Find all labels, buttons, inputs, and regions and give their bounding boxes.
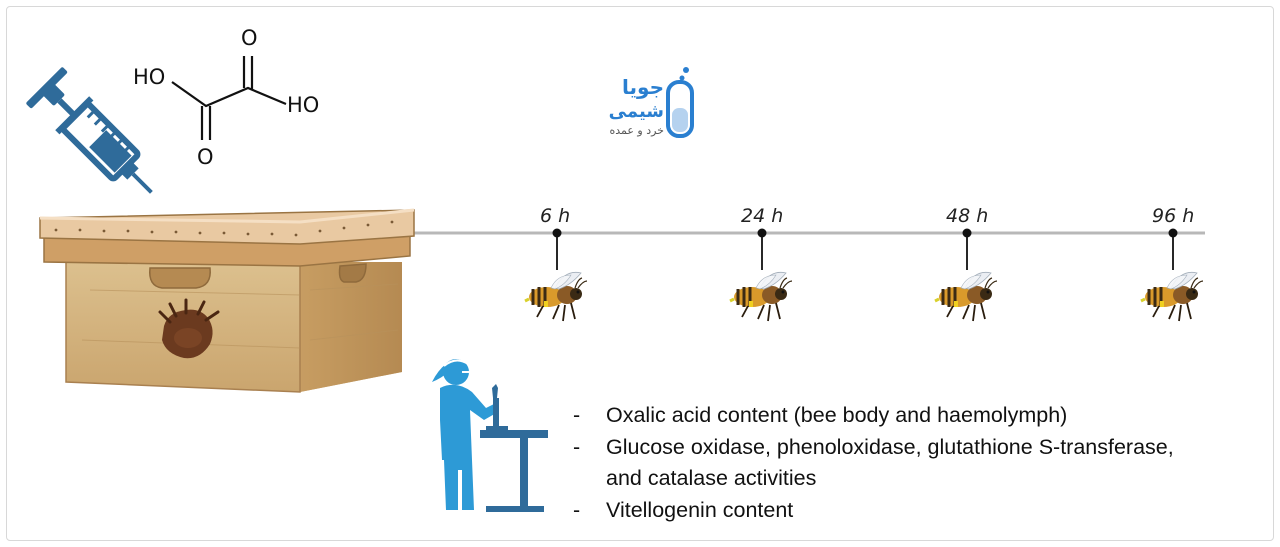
measurement-item: Vitellogenin content [570,495,1270,527]
measurement-item-continuation: and catalase activities [606,466,817,490]
logo-line3: خرد و عمده [609,124,664,137]
timeline-points: 6 h 24 h 48 h 96 h [523,205,1205,323]
timepoint-24h: 24 h [728,205,794,323]
timepoint-6h: 6 h [523,205,589,323]
honeybee-icon [523,270,589,323]
timepoint-label: 24 h [741,205,783,227]
scientist-icon [432,359,498,510]
beehive-icon [39,208,415,393]
timepoint-96h: 96 h [1139,205,1205,323]
oxygen-top-label: O [241,26,258,50]
timepoint-label: 96 h [1152,205,1194,227]
logo-line1: جویا [622,75,664,99]
honeybee-icon [1139,270,1205,323]
measurements-list: Oxalic acid content (bee body and haemol… [570,400,1270,526]
timepoint-48h: 48 h [933,205,999,323]
lab-bench-icon [480,384,548,512]
timepoint-label: 6 h [540,205,570,227]
oxygen-bottom-label: O [197,145,214,169]
logo-line2: شیمی [609,101,664,122]
hydroxyl-left-label: HO [133,65,165,89]
honeybee-icon [933,270,999,323]
logo: جویا شیمی خرد و عمده [609,67,694,138]
varroa-mite-icon [158,298,220,359]
timepoint-label: 48 h [946,205,988,227]
honeybee-icon [728,270,794,323]
measurement-item: Oxalic acid content (bee body and haemol… [570,400,1270,432]
oxalic-acid-structure: HO HO O O [133,26,319,169]
hydroxyl-right-label: HO [287,93,319,117]
syringe-icon [26,67,153,194]
measurement-item: Glucose oxidase, phenoloxidase, glutathi… [570,432,1270,464]
